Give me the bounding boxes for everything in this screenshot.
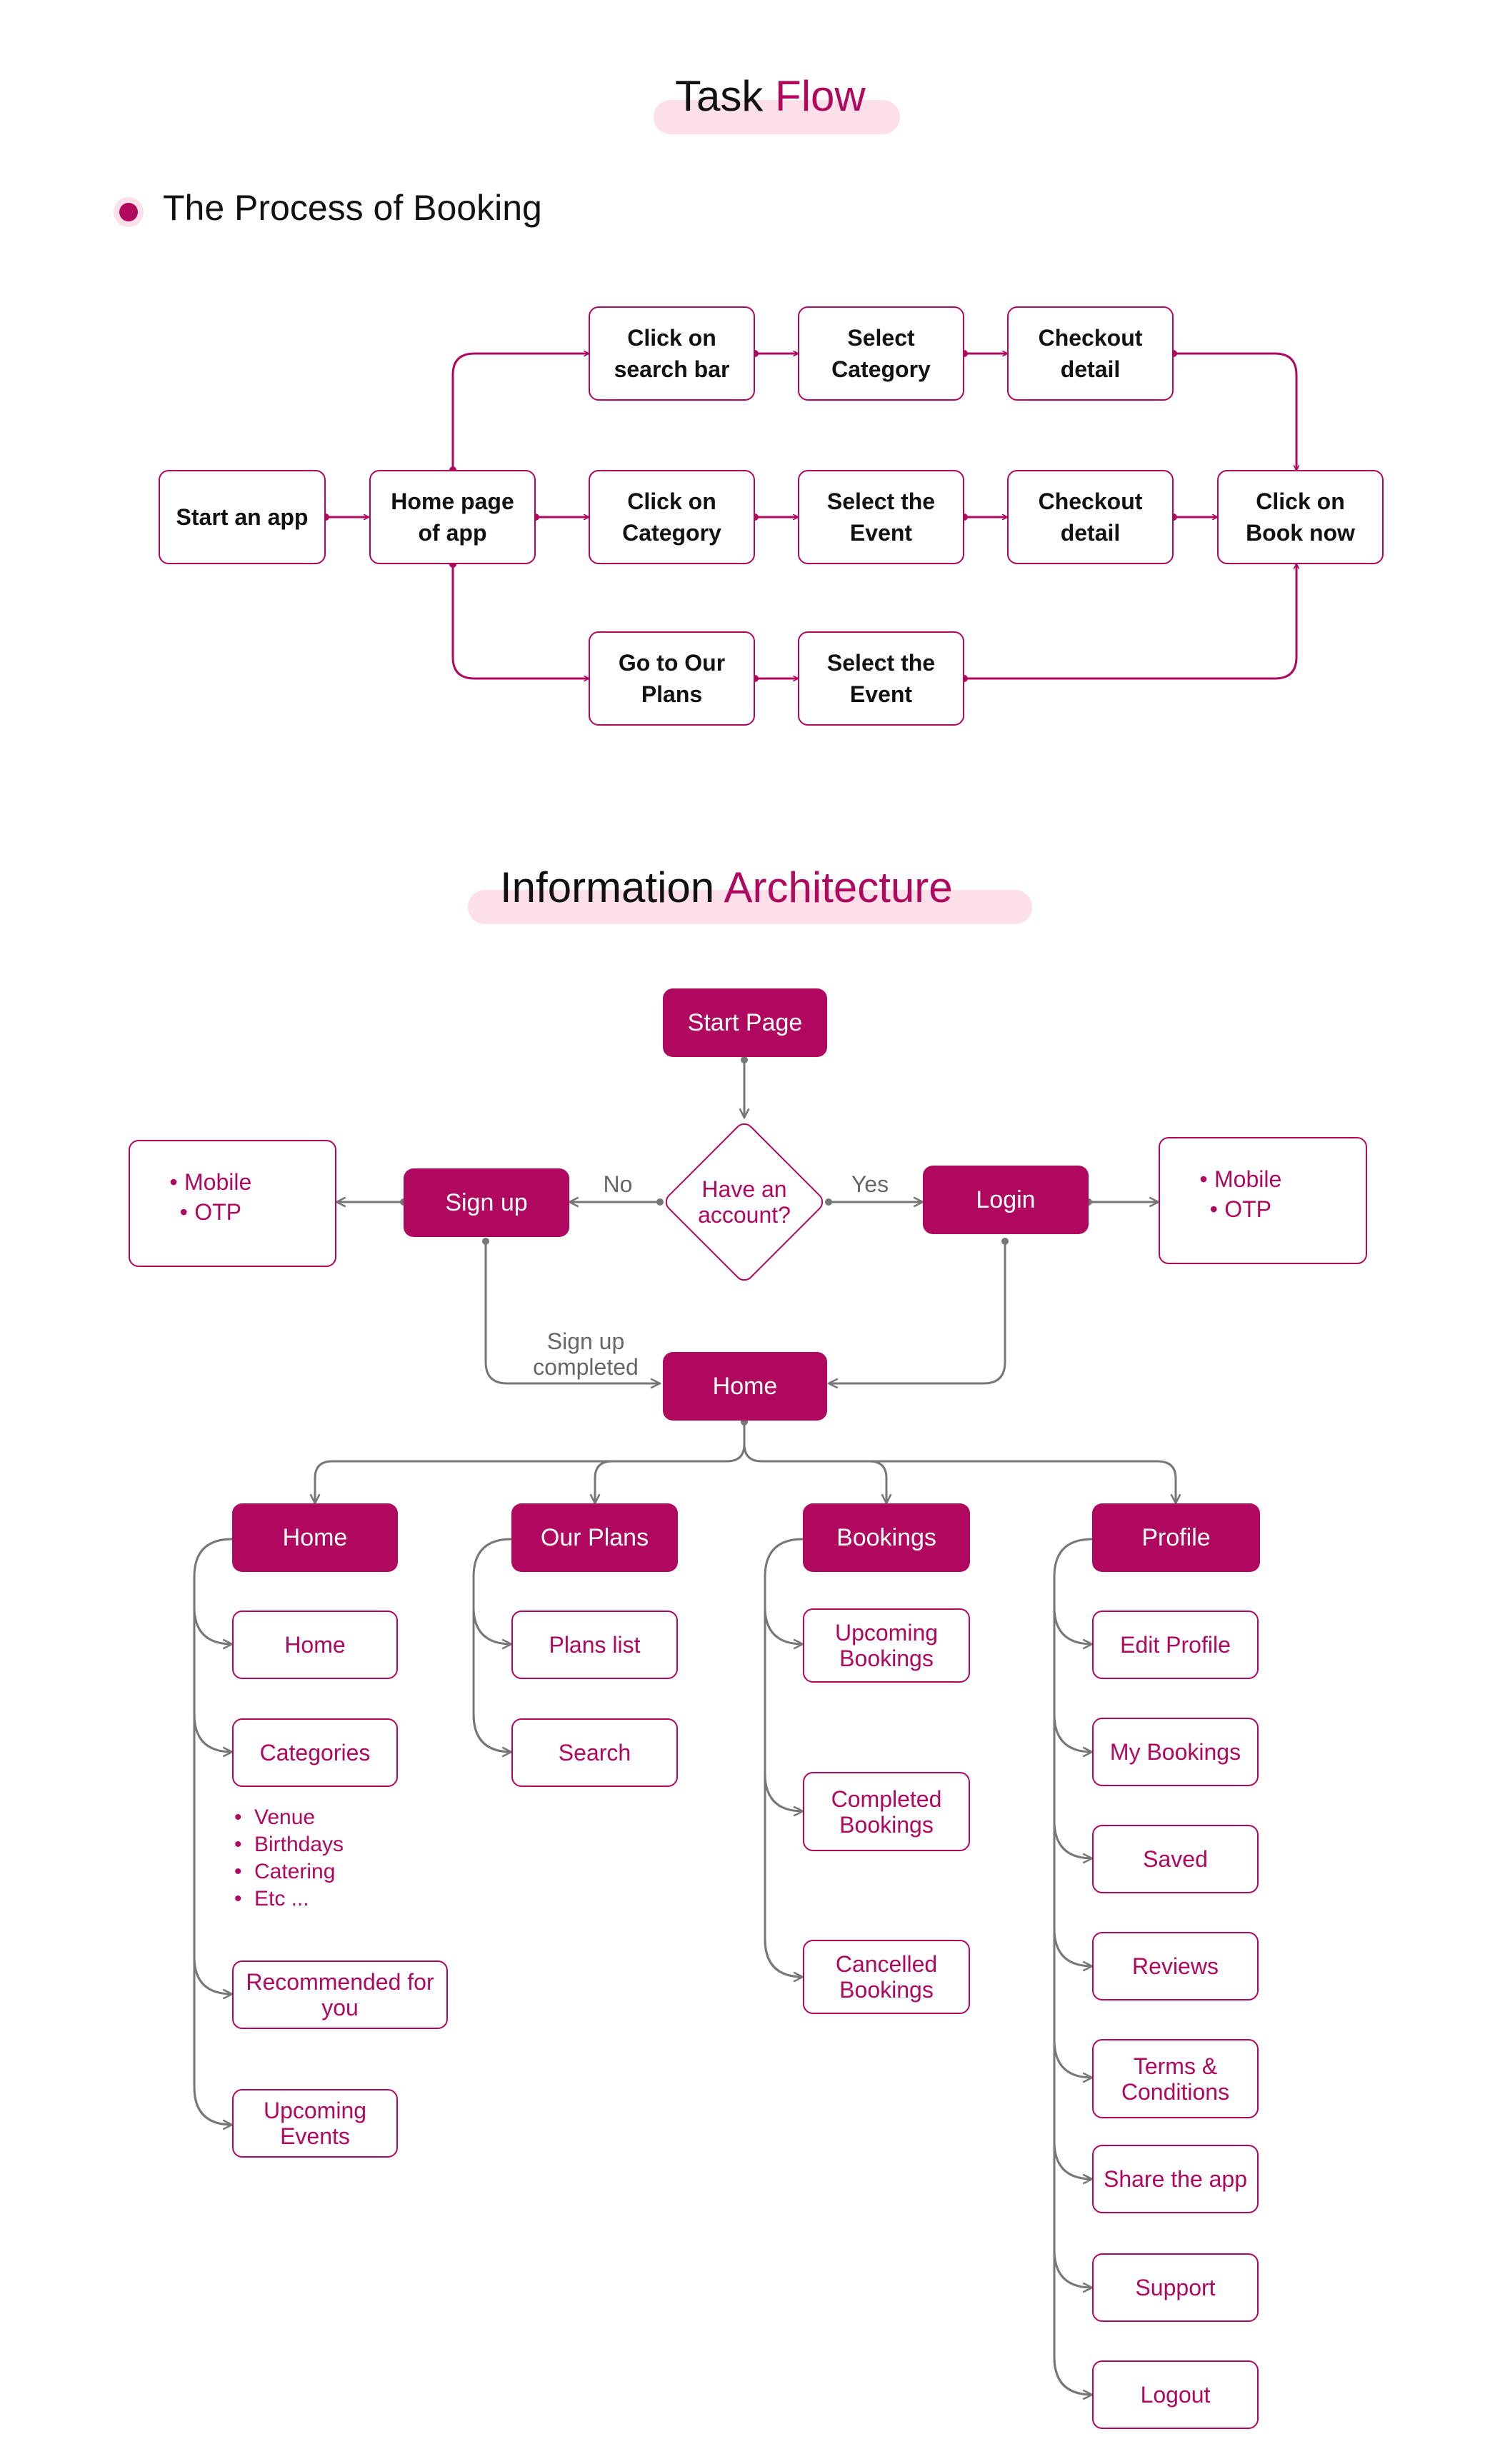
- col-plans-spine: [472, 1538, 512, 1753]
- node-checkout-detail-2: Checkout detail: [1007, 470, 1174, 564]
- ia-title-main: Information: [500, 863, 715, 911]
- signup-method-mobile: Mobile: [163, 1167, 251, 1197]
- node-go-to-our-plans: Go to Our Plans: [589, 631, 755, 726]
- edge-event2-book: [964, 564, 1296, 680]
- label-signup-completed: Sign up completed: [533, 1328, 639, 1380]
- item-support: Support: [1092, 2253, 1259, 2322]
- section-profile: Profile: [1092, 1503, 1260, 1572]
- item-edit-profile: Edit Profile: [1092, 1611, 1259, 1679]
- categories-list: Venue Birthdays Catering Etc ...: [234, 1804, 344, 1913]
- node-select-event-2: Select the Event: [798, 631, 964, 726]
- decision-question: Have an account?: [698, 1176, 791, 1228]
- item-my-bookings: My Bookings: [1092, 1718, 1259, 1786]
- item-saved: Saved: [1092, 1825, 1259, 1893]
- item-categories: Categories: [232, 1718, 398, 1787]
- ia-connectors: [193, 1057, 1177, 2395]
- node-checkout-detail-1: Checkout detail: [1007, 306, 1174, 401]
- item-upcoming-bookings: Upcoming Bookings: [803, 1608, 970, 1683]
- node-select-category: Select Category: [798, 306, 964, 401]
- node-click-book-now: Click on Book now: [1217, 470, 1384, 564]
- item-home: Home: [232, 1611, 398, 1679]
- edge-checkout1-book: [1174, 352, 1296, 470]
- title-highlight: [654, 100, 900, 134]
- login-method-otp: OTP: [1193, 1194, 1281, 1224]
- node-select-event-1: Select the Event: [798, 470, 964, 564]
- item-terms-conditions: Terms & Conditions: [1092, 2039, 1259, 2118]
- item-logout: Logout: [1092, 2360, 1259, 2429]
- ia-title-accent: Architecture: [724, 863, 953, 911]
- task-flow-title: Task Flow: [654, 71, 900, 134]
- edge-signup-home: [484, 1240, 660, 1383]
- item-completed-bookings: Completed Bookings: [803, 1772, 970, 1851]
- bullet-dot-icon: [119, 203, 138, 221]
- login-methods-box: Mobile OTP: [1159, 1137, 1367, 1264]
- section-home: Home: [232, 1503, 398, 1572]
- label-yes: Yes: [851, 1171, 889, 1197]
- node-sign-up: Sign up: [404, 1168, 569, 1237]
- task-flow-title-main: Task: [675, 72, 764, 120]
- category-etc: Etc ...: [234, 1885, 344, 1913]
- category-venue: Venue: [234, 1804, 344, 1831]
- category-birthdays: Birthdays: [234, 1831, 344, 1858]
- col-home-spine: [193, 1538, 233, 2126]
- node-login: Login: [923, 1166, 1089, 1234]
- col-bookings-spine: [764, 1538, 804, 1978]
- node-click-category: Click on Category: [589, 470, 755, 564]
- category-catering: Catering: [234, 1858, 344, 1885]
- node-home-hub: Home: [663, 1352, 827, 1421]
- node-start-app: Start an app: [159, 470, 326, 564]
- task-flow-connectors: [326, 354, 1296, 678]
- label-no: No: [603, 1171, 633, 1197]
- section-our-plans: Our Plans: [511, 1503, 678, 1572]
- edge-home-branches: [314, 1421, 1177, 1503]
- booking-process-subtitle: The Process of Booking: [163, 188, 542, 228]
- login-method-mobile: Mobile: [1193, 1164, 1281, 1194]
- item-reviews: Reviews: [1092, 1932, 1259, 2000]
- item-share-app: Share the app: [1092, 2145, 1259, 2213]
- edge-home-plans: [451, 564, 589, 678]
- title-highlight: [468, 890, 1032, 924]
- item-search: Search: [511, 1718, 678, 1787]
- node-start-page: Start Page: [663, 988, 827, 1057]
- ia-title: Information Architecture: [468, 863, 1032, 924]
- section-bookings: Bookings: [803, 1503, 970, 1572]
- signup-method-otp: OTP: [163, 1197, 251, 1227]
- signup-methods-box: Mobile OTP: [129, 1140, 336, 1267]
- edge-login-home: [829, 1240, 1006, 1383]
- item-cancelled-bookings: Cancelled Bookings: [803, 1940, 970, 2014]
- item-upcoming-events: Upcoming Events: [232, 2089, 398, 2158]
- item-plans-list: Plans list: [511, 1611, 678, 1679]
- node-click-search-bar: Click on search bar: [589, 306, 755, 401]
- task-flow-title-accent: Flow: [775, 72, 866, 120]
- node-home-page: Home page of app: [369, 470, 536, 564]
- edge-home-search: [451, 354, 589, 470]
- item-recommended: Recommended for you: [232, 1960, 448, 2029]
